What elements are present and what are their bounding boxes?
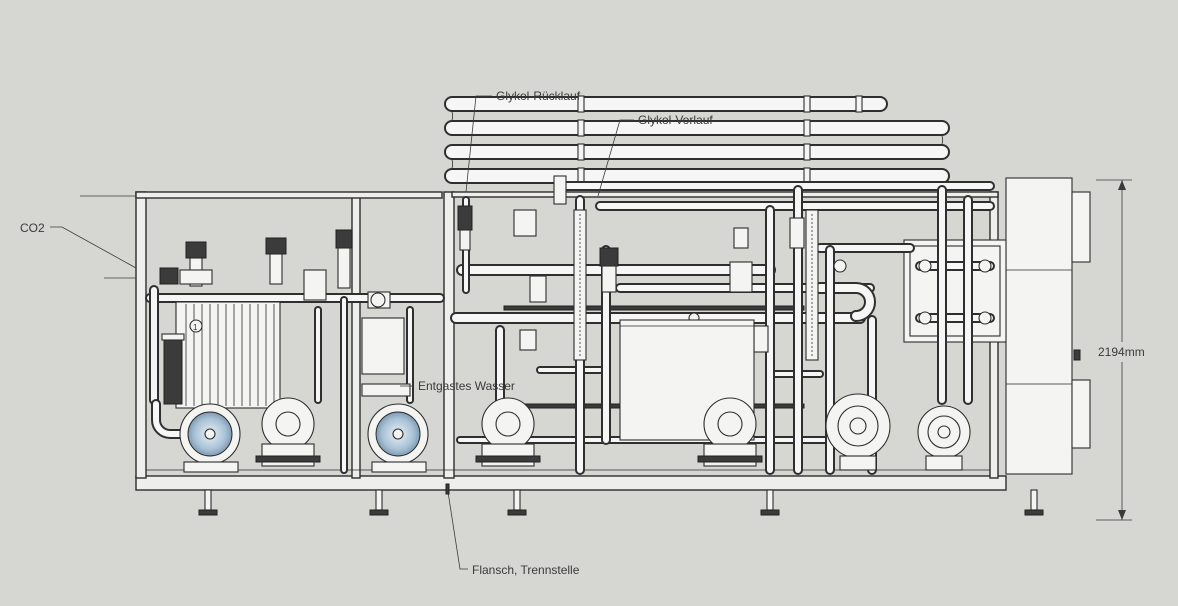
diaphragm-pump-3 [697,397,763,467]
dimension-height: 2194mm [1096,179,1145,521]
svg-text:1: 1 [193,323,198,332]
annotation-entgastes-wasser: Entgastes Wasser [400,379,515,393]
glycol-coil-bundle [444,95,950,185]
label-glykol-vorlauf: Glykol-Vorlauf [638,113,713,127]
label-glykol-ruecklauf: Glykol-Rücklauf [496,89,581,103]
plate-heat-exchanger [903,239,1007,343]
centrifugal-pump-4 [917,405,971,471]
label-entgastes-wasser: Entgastes Wasser [418,379,515,393]
agitator-motors [159,229,353,301]
centrifugal-pump-2 [367,403,429,473]
centrifugal-pump-3 [825,393,891,471]
annotation-co2: CO2 [20,221,137,269]
leveling-feet [198,489,1044,516]
annotation-glykol-ruecklauf: Glykol-Rücklauf [465,89,581,193]
control-cabinet [1005,177,1091,475]
centrifugal-pump-1 [179,403,241,473]
buffer-tank: 1 [161,301,281,409]
diaphragm-pump-1 [255,397,321,467]
annotation-glykol-vorlauf: Glykol-Vorlauf [597,113,713,197]
label-height-dimension: 2194mm [1098,345,1145,359]
label-flansch: Flansch, Trennstelle [472,563,580,577]
label-co2: CO2 [20,221,45,235]
filter-housing [361,291,411,397]
annotation-flansch: Flansch, Trennstelle [445,483,580,577]
diaphragm-pump-2 [475,397,541,467]
